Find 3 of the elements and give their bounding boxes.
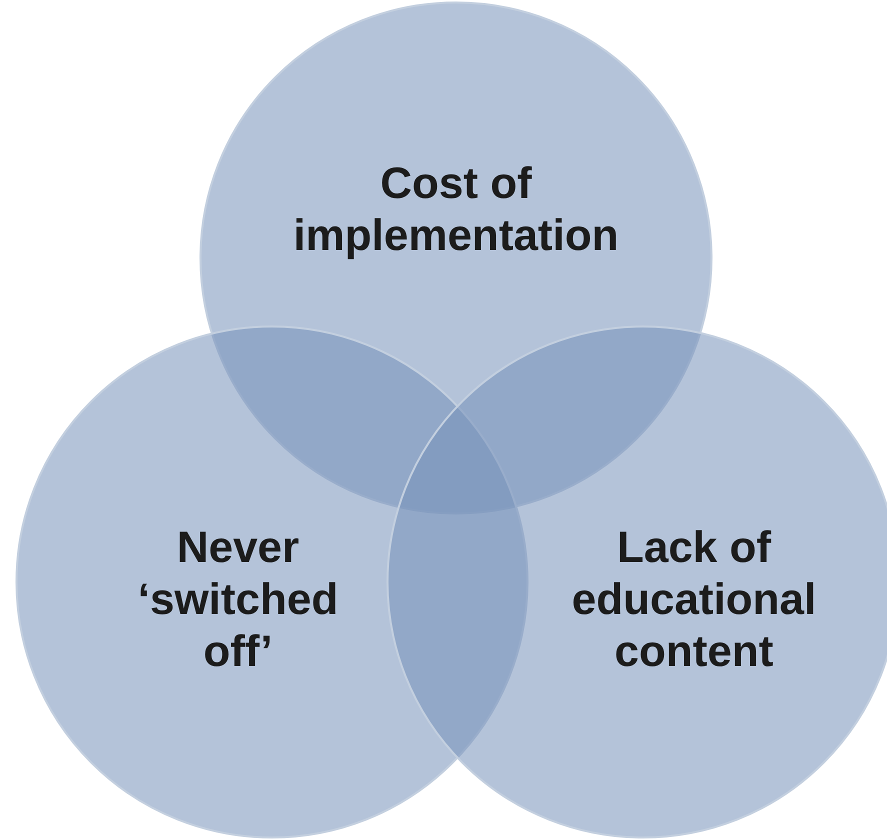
circle-label: Cost of implementation	[292, 158, 620, 262]
circle-label: Never ‘switched off’	[136, 522, 340, 678]
circle-label: Lack of educational content	[570, 522, 818, 678]
